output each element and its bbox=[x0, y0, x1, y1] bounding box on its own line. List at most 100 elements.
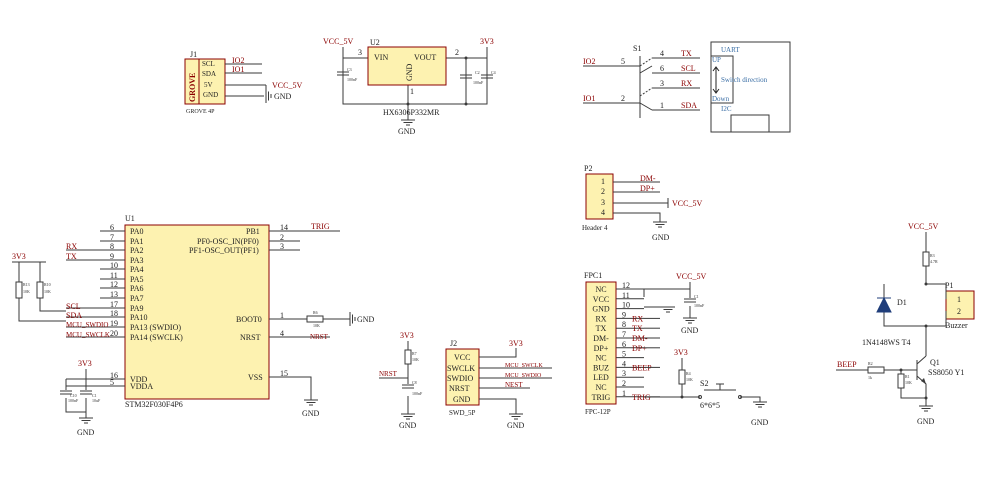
s2-size: 6*6*5 bbox=[700, 401, 720, 410]
fpc1-pin-label: LED bbox=[593, 373, 609, 382]
s1-ref: S1 bbox=[633, 44, 641, 53]
u1-left-pin-number: 17 bbox=[110, 300, 118, 309]
u1-right-pin-number: 4 bbox=[280, 329, 284, 338]
u1-body bbox=[124, 224, 270, 400]
d1-diode-icon bbox=[876, 296, 892, 313]
u1-right-pin-number: 15 bbox=[280, 369, 288, 378]
u1-power-pin-number: 5 bbox=[110, 378, 114, 387]
s1-label-rx: RX bbox=[681, 79, 692, 88]
u1-left-pin-number: 18 bbox=[110, 309, 118, 318]
j1-ref: J1 bbox=[190, 50, 197, 59]
u1-power-pin-label: VDDA bbox=[130, 382, 153, 391]
r3-val: 4.7R bbox=[930, 259, 938, 264]
u1-right-pins: 14PB12PF0-OSC_IN(PF0)3PF1-OSC_OUT(PF1)1B… bbox=[189, 223, 340, 382]
c8-ref: C8 bbox=[412, 380, 417, 385]
u1-left-pin-label: PA6 bbox=[130, 284, 144, 293]
fpc1-pin-number: 11 bbox=[622, 291, 630, 300]
u1-right-pin-number: 14 bbox=[280, 223, 288, 232]
s1-label-sda: SDA bbox=[681, 101, 697, 110]
j1-net-io1: IO1 bbox=[232, 65, 244, 74]
fpc1-cap-ref: C1 bbox=[694, 294, 699, 299]
fpc1-pin-number: 1 bbox=[622, 389, 626, 398]
up-down-arrow-icon bbox=[712, 66, 720, 94]
u2-ref: U2 bbox=[370, 38, 380, 47]
j1-grove-connector: J1 GROVE SCL SDA 5V GND IO2 IO1 VCC_5V G… bbox=[184, 50, 302, 115]
p2-footprint: Header 4 bbox=[582, 224, 608, 232]
fpc1-pin-label: DM- bbox=[593, 334, 609, 343]
d1-part: 1N4148WS T4 bbox=[862, 338, 911, 347]
u1-right-pin-label: PB1 bbox=[246, 227, 260, 236]
u1-left-pin-label: PA10 bbox=[130, 313, 148, 322]
u1-right-pin-label: VSS bbox=[248, 373, 263, 382]
r6-ref: R6 bbox=[313, 310, 318, 315]
p1-pin-1: 1 bbox=[957, 295, 961, 304]
j2-swd-header: 3V3 R7 10K C8 100nF NRST GND J2 VCC SWCL… bbox=[379, 331, 552, 430]
u1-left-gnd-label: GND bbox=[77, 428, 95, 437]
j2-pin-gnd: GND bbox=[453, 395, 471, 404]
u1-net-sda: SDA bbox=[66, 311, 82, 320]
fpc1-pin-number: 12 bbox=[622, 281, 630, 290]
u1-left-pin-number: 12 bbox=[110, 280, 118, 289]
j1-vcc-label: VCC_5V bbox=[272, 81, 302, 90]
u1-net-tx: TX bbox=[66, 252, 77, 261]
u1-right-pin-number: 1 bbox=[280, 311, 284, 320]
s1-pin-2: 2 bbox=[621, 94, 625, 103]
c10-val: 100nF bbox=[68, 398, 79, 403]
j2-gnd-label: GND bbox=[507, 421, 525, 430]
fpc1-pin-number: 9 bbox=[622, 310, 626, 319]
u2-gnd-pin-label: GND bbox=[405, 63, 414, 81]
u2-body bbox=[367, 46, 447, 86]
fpc1-footprint: FPC-12P bbox=[585, 408, 611, 416]
r4-resistor bbox=[678, 369, 686, 385]
s1-slider-slot bbox=[710, 55, 734, 104]
s1-i2c-label: I2C bbox=[721, 105, 732, 113]
u2-out-label: 3V3 bbox=[480, 37, 494, 46]
buzzer-vcc-label: VCC_5V bbox=[908, 222, 938, 231]
fpc1-pin-label: TX bbox=[596, 324, 607, 333]
r13-ref: R13 bbox=[23, 282, 30, 287]
u1-left-pin-number: 6 bbox=[110, 223, 114, 232]
s1-uart-i2c-switch: S1 IO2 IO1 5 2 4 6 3 1 TX SCL RX SDA UAR… bbox=[583, 41, 791, 133]
p2-net-dm: DM- bbox=[640, 174, 656, 183]
r10-resistor bbox=[36, 281, 44, 299]
u1-left-pin-number: 11 bbox=[110, 271, 118, 280]
u1-left-pin-label: PA3 bbox=[130, 256, 144, 265]
r13-resistor bbox=[15, 281, 23, 299]
s1-up-label: UP bbox=[712, 56, 721, 64]
u1-right-pin-label: BOOT0 bbox=[236, 315, 262, 324]
fpc1-pin-label: NC bbox=[595, 354, 606, 363]
r10-ref: R10 bbox=[44, 282, 51, 287]
s1-label-scl: SCL bbox=[681, 64, 696, 73]
u1-left-pin-number: 19 bbox=[110, 319, 118, 328]
s1-pin-4: 4 bbox=[660, 49, 664, 58]
s1-pin-3: 3 bbox=[660, 79, 664, 88]
u2-c-right-val: 100nF bbox=[473, 80, 484, 85]
c10-ref: C10 bbox=[70, 393, 77, 398]
u1-right-pin-label: PF1-OSC_OUT(PF1) bbox=[189, 246, 259, 255]
u1-right-pin-number: 2 bbox=[280, 233, 284, 242]
r3-ref: R3 bbox=[930, 253, 935, 258]
u1-part: STM32F030F4P6 bbox=[125, 400, 183, 409]
r6-val: 10K bbox=[313, 323, 320, 328]
j2-pullup-3v3: 3V3 bbox=[400, 331, 414, 340]
j2-pin-nrst: NRST bbox=[449, 384, 470, 393]
u2-gnd-label: GND bbox=[398, 127, 416, 136]
j2-pin-swclk: SWCLK bbox=[447, 364, 475, 373]
q1-part: SS8050 Y1 bbox=[928, 368, 964, 377]
u1-left-pin-label: PA2 bbox=[130, 246, 144, 255]
u2-vcc-label: VCC_5V bbox=[323, 37, 353, 46]
r1-ref: R1 bbox=[905, 374, 910, 379]
buzzer-gnd-label: GND bbox=[917, 417, 935, 426]
s1-down-label: Down bbox=[712, 95, 730, 103]
fpc1-vcc-label: VCC_5V bbox=[676, 272, 706, 281]
u1-left-pin-label: PA13 (SWDIO) bbox=[130, 323, 181, 332]
u2-c3-val: 100nF bbox=[347, 77, 358, 82]
boot-gnd-icon bbox=[349, 311, 356, 327]
j2-footprint: SWD_5P bbox=[449, 409, 476, 417]
boot-gnd-label: GND bbox=[357, 315, 375, 324]
j2-c8-gnd-icon bbox=[400, 413, 416, 420]
